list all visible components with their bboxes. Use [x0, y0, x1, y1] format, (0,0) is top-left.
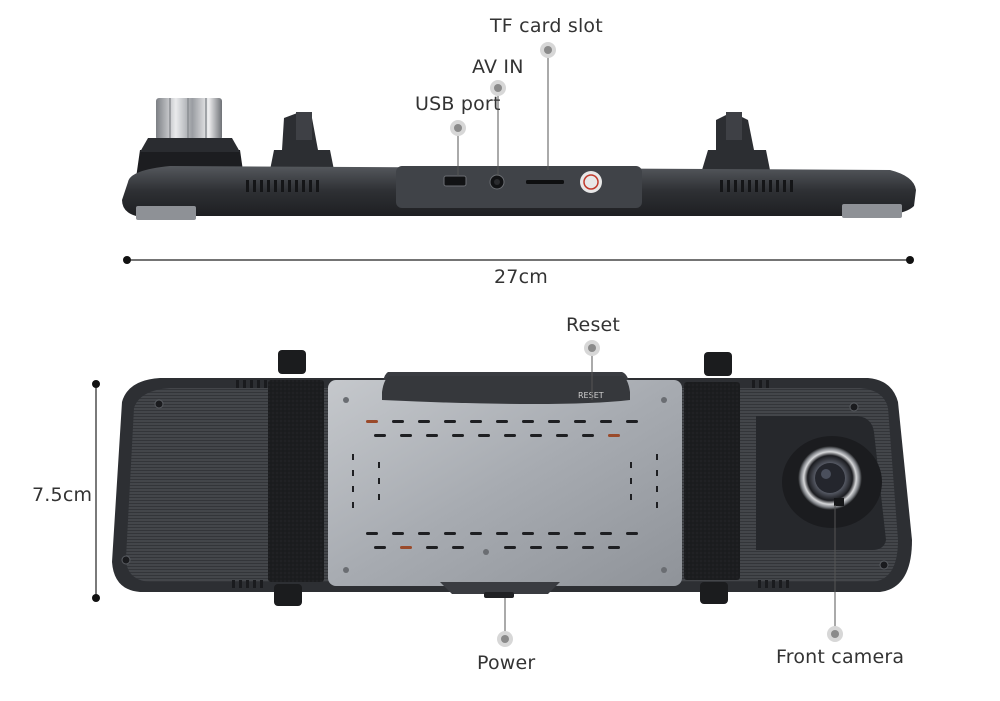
right-rubber-strap — [684, 352, 740, 604]
label-front-camera: Front camera — [776, 646, 905, 668]
top-vents — [236, 380, 769, 388]
label-usb-port: USB port — [415, 93, 501, 115]
callout-usb-port — [450, 120, 466, 176]
label-reset: Reset — [566, 314, 621, 336]
label-power: Power — [477, 652, 536, 674]
label-height: 7.5cm — [32, 484, 93, 506]
left-rubber-strap — [268, 350, 324, 606]
label-av-in: AV IN — [472, 56, 524, 78]
right-foot — [842, 204, 902, 218]
power-button — [484, 592, 514, 598]
callout-power — [497, 598, 513, 647]
callout-reset — [584, 340, 600, 400]
mounting-plate — [328, 380, 682, 586]
right-vent — [720, 180, 793, 192]
power-tab — [440, 582, 560, 594]
height-dimension-line — [92, 380, 100, 602]
label-length: 27cm — [494, 266, 548, 288]
left-vent — [246, 180, 319, 192]
rear-lens-barrel — [156, 98, 222, 140]
plate-screws — [343, 397, 667, 573]
left-foot — [136, 206, 196, 220]
device-top-view — [122, 98, 916, 220]
port-panel — [396, 166, 642, 208]
device-back-view: RESET — [112, 350, 912, 606]
screws — [121, 399, 889, 570]
label-tf-card-slot: TF card slot — [490, 15, 603, 37]
reset-print: RESET — [578, 391, 604, 400]
right-mount-clip — [702, 112, 770, 170]
plate-slot-holes — [352, 420, 658, 549]
callout-av-in — [490, 80, 506, 176]
left-mount-clip — [270, 112, 334, 170]
usb-port-icon — [443, 175, 467, 187]
length-dimension-line — [123, 256, 914, 264]
callout-front-camera — [827, 505, 843, 642]
tf-slot-icon — [526, 180, 564, 184]
bottom-vents — [232, 580, 789, 588]
callout-tf-card-slot — [540, 42, 556, 170]
dash-cam-logo — [580, 171, 602, 193]
